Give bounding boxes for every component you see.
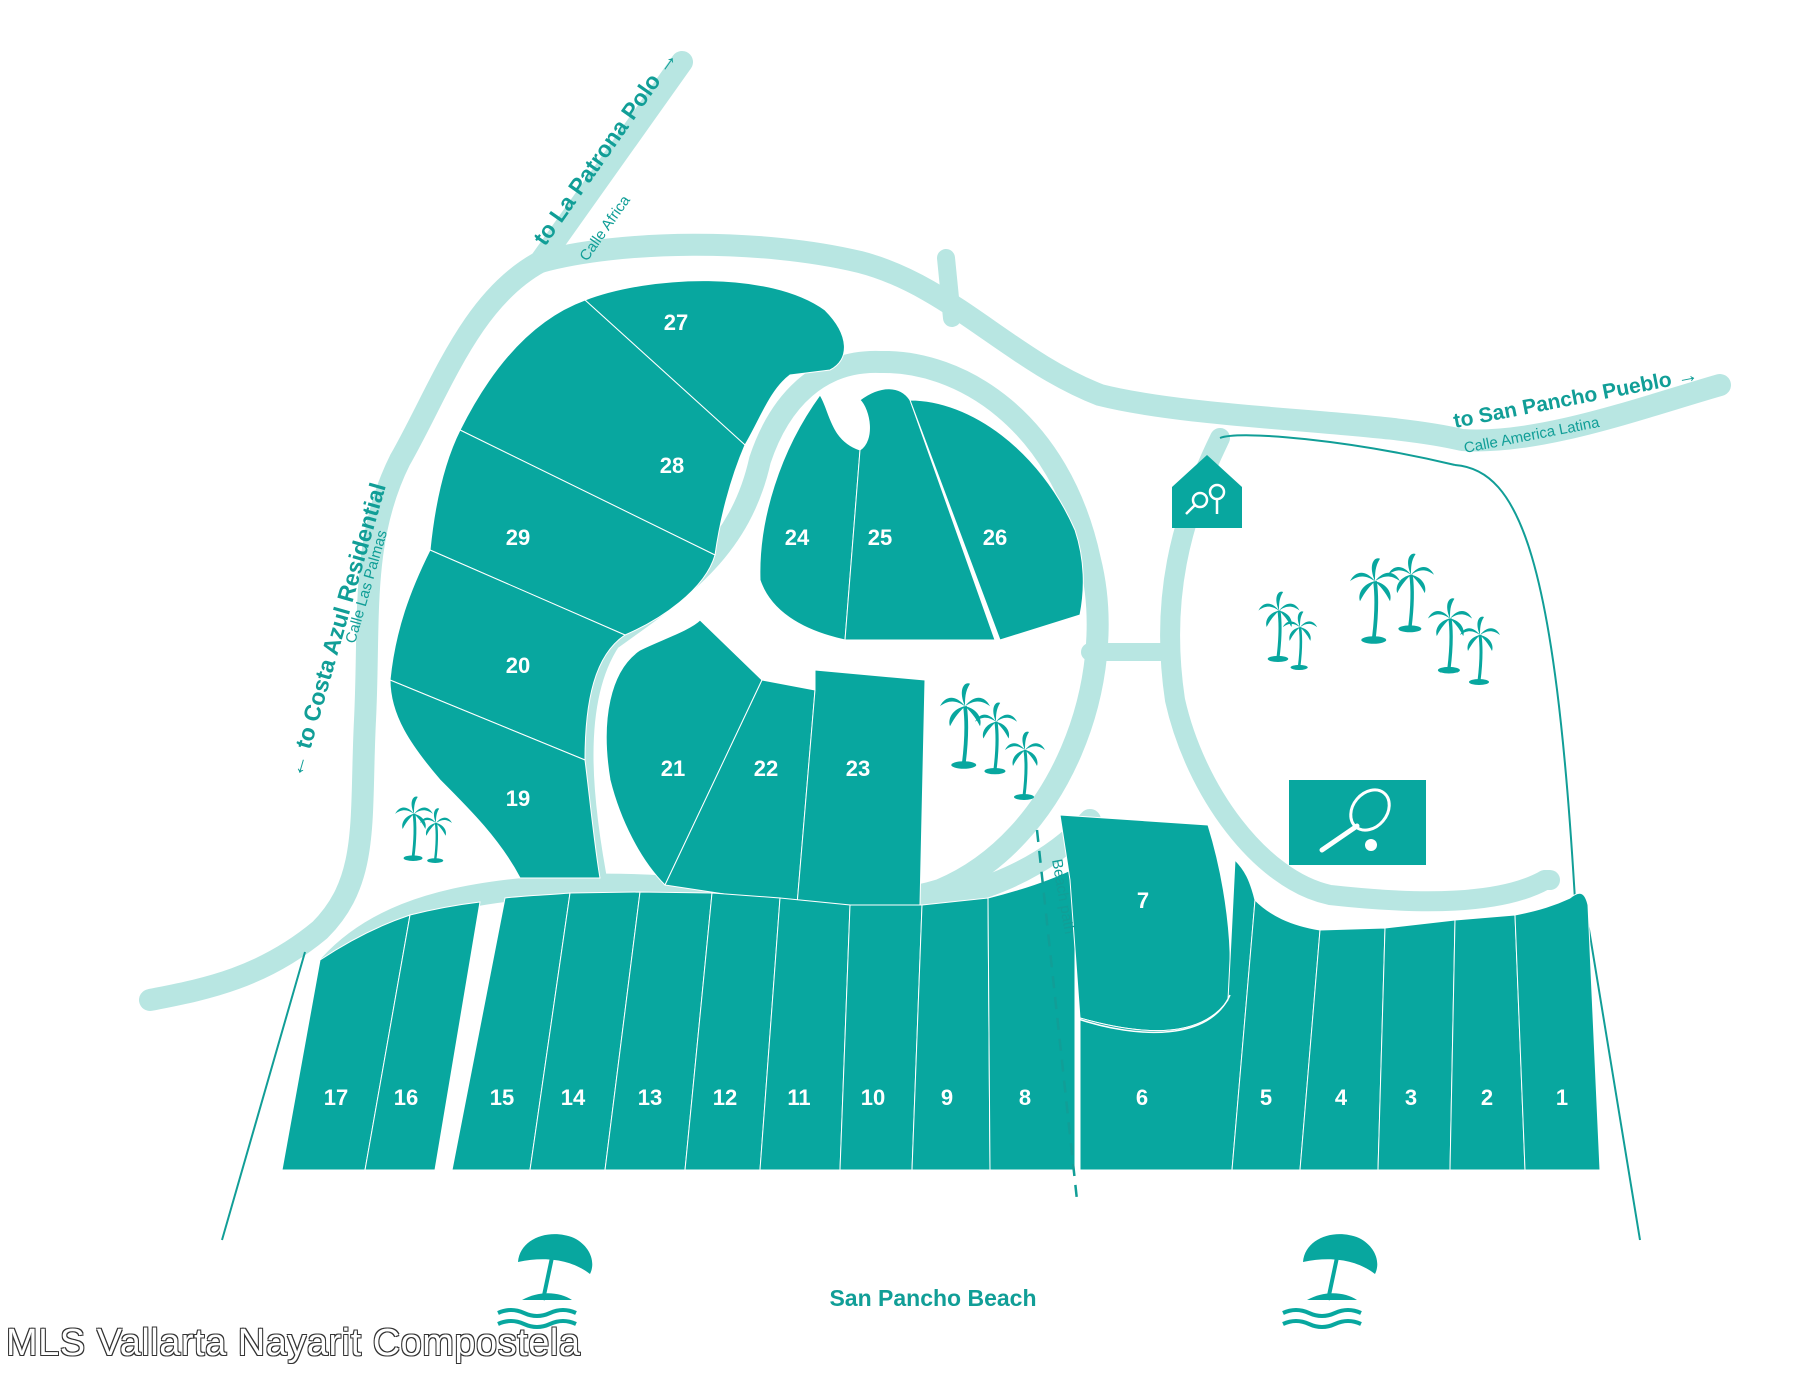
lot-label-20: 20 bbox=[506, 653, 530, 678]
lot-label-7: 7 bbox=[1137, 888, 1149, 913]
lot-label-14: 14 bbox=[561, 1085, 586, 1110]
lot-label-27: 27 bbox=[664, 310, 688, 335]
lot-label-12: 12 bbox=[713, 1085, 737, 1110]
lot-16[interactable] bbox=[364, 901, 481, 1171]
lot-9[interactable] bbox=[911, 897, 991, 1171]
lot-1[interactable] bbox=[1514, 892, 1601, 1171]
lot-labels: 27 28 29 20 19 21 22 23 24 25 26 7 17 16… bbox=[324, 310, 1568, 1110]
lot-27[interactable] bbox=[584, 280, 845, 446]
lot-label-17: 17 bbox=[324, 1085, 348, 1110]
beach-umbrella-icon bbox=[497, 1234, 1378, 1329]
lot-label-3: 3 bbox=[1405, 1085, 1417, 1110]
lot-21[interactable] bbox=[605, 619, 763, 886]
lot-24[interactable] bbox=[759, 394, 861, 641]
lot-label-28: 28 bbox=[660, 453, 684, 478]
boundary-lines bbox=[221, 434, 1641, 1241]
lot-label-6: 6 bbox=[1136, 1085, 1148, 1110]
lot-label-21: 21 bbox=[661, 756, 685, 781]
road-north-spur bbox=[937, 249, 961, 327]
lot-label-19: 19 bbox=[506, 786, 530, 811]
lot-label-22: 22 bbox=[754, 756, 778, 781]
lot-label-24: 24 bbox=[785, 525, 810, 550]
lot-label-4: 4 bbox=[1335, 1085, 1348, 1110]
watermark: MLS Vallarta Nayarit Compostela bbox=[6, 1322, 581, 1364]
lot-23[interactable] bbox=[796, 669, 926, 906]
road-calle-africa bbox=[529, 51, 693, 273]
house-keys-icon bbox=[1172, 455, 1242, 528]
lot-7[interactable] bbox=[1059, 814, 1231, 1032]
lot-8[interactable] bbox=[987, 867, 1076, 1171]
lot-label-29: 29 bbox=[506, 525, 530, 550]
road-service-loop bbox=[1160, 428, 1555, 912]
label-beach: San Pancho Beach bbox=[829, 1285, 1036, 1311]
lot-10[interactable] bbox=[839, 904, 923, 1171]
lot-7-curve bbox=[1074, 994, 1231, 1034]
lot-label-8: 8 bbox=[1019, 1085, 1031, 1110]
lot-label-15: 15 bbox=[490, 1085, 514, 1110]
lot-label-5: 5 bbox=[1260, 1085, 1272, 1110]
lot-label-10: 10 bbox=[861, 1085, 885, 1110]
lot-label-11: 11 bbox=[787, 1085, 810, 1110]
lots bbox=[281, 280, 1601, 1171]
tennis-court-icon bbox=[1289, 780, 1426, 865]
lot-label-25: 25 bbox=[868, 525, 892, 550]
lot-label-13: 13 bbox=[638, 1085, 662, 1110]
lot-label-1: 1 bbox=[1556, 1085, 1568, 1110]
road-calle-las-palmas bbox=[139, 251, 551, 1011]
lot-label-9: 9 bbox=[941, 1085, 953, 1110]
lot-19[interactable] bbox=[389, 679, 601, 879]
lot-label-26: 26 bbox=[983, 525, 1007, 550]
lot-label-16: 16 bbox=[394, 1085, 418, 1110]
road-northern-loop bbox=[529, 233, 1731, 452]
lot-label-23: 23 bbox=[846, 756, 870, 781]
lot-label-2: 2 bbox=[1481, 1085, 1493, 1110]
lot-26[interactable] bbox=[909, 399, 1084, 641]
lot-3[interactable] bbox=[1377, 919, 1456, 1171]
lot-2[interactable] bbox=[1449, 914, 1526, 1171]
